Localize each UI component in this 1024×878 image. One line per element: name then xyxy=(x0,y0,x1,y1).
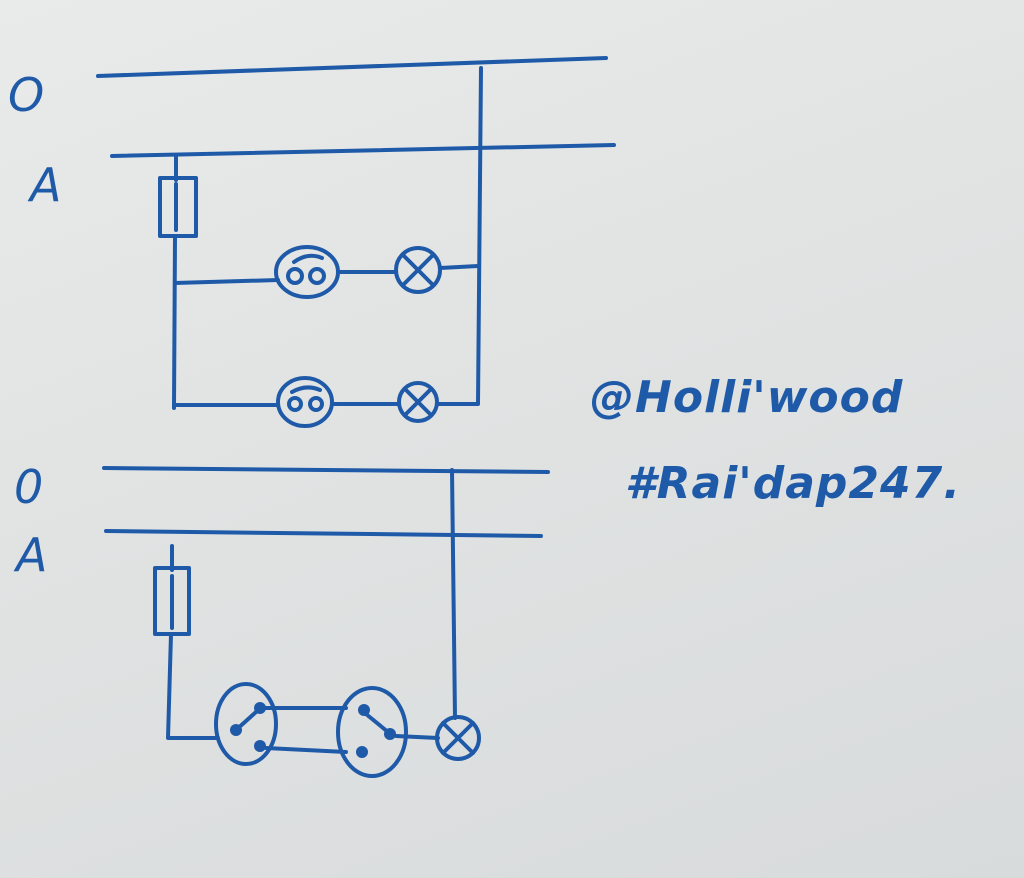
top-neutral-label: O xyxy=(8,68,45,122)
bottom-neutral-drop xyxy=(450,468,457,720)
watermark-line-1: @Holli'wood xyxy=(590,372,904,423)
top-phase-line xyxy=(110,143,616,158)
bottom-lamp-icon xyxy=(435,715,481,761)
top-fuse-icon xyxy=(158,176,198,238)
top-neutral-drop xyxy=(460,66,483,406)
top-phase-label: A xyxy=(30,158,62,212)
bottom-neutral-line xyxy=(102,466,550,474)
traveller-wire-2 xyxy=(264,746,348,754)
bottom-circuit xyxy=(102,466,550,778)
lamp-1-icon xyxy=(394,246,442,294)
bottom-phase-line xyxy=(104,529,543,538)
bottom-phase-label: A xyxy=(16,528,48,582)
switch-2-icon xyxy=(276,376,334,428)
two-way-switch-1-icon xyxy=(214,682,278,766)
top-neutral-line xyxy=(96,56,608,78)
watermark-line-2: #Rai'dap247. xyxy=(625,458,961,509)
top-circuit xyxy=(96,56,616,428)
bottom-neutral-label: 0 xyxy=(14,460,44,514)
two-way-switch-2-icon xyxy=(336,686,408,778)
